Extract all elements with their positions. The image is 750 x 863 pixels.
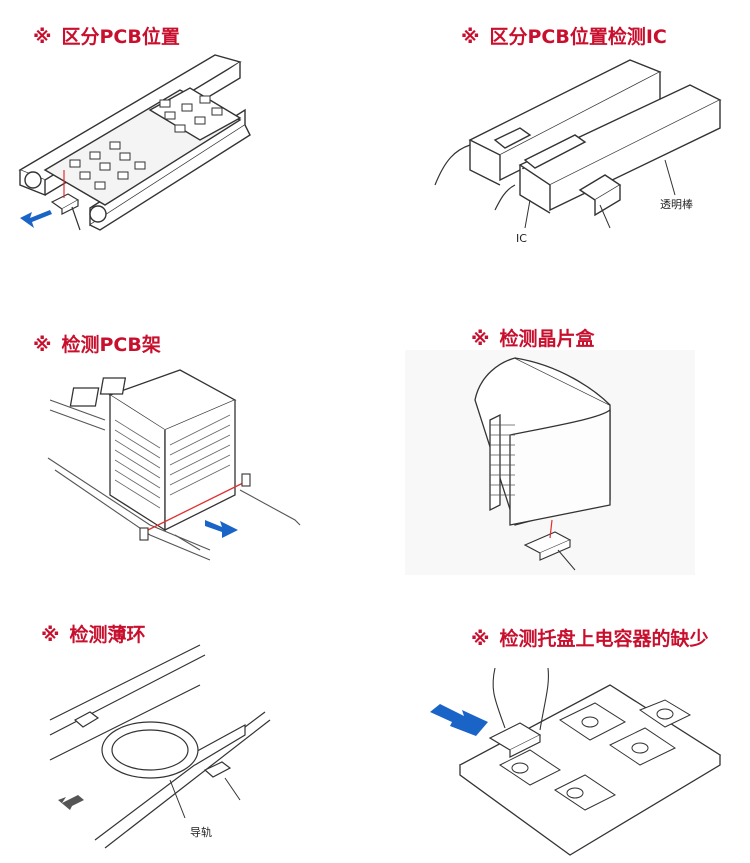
panel-6-title: ※检测托盘上电容器的缺少 [471,628,709,650]
ic-label: IC [516,232,527,245]
pcb-conveyor-illustration [18,54,251,231]
panel-4-title: ※检测晶片盒 [471,328,595,350]
wafer-cassette-illustration [474,357,611,571]
transparent-rod-label: 透明棒 [660,198,693,211]
panel-5-title: ※检测薄环 [41,624,146,646]
guide-rail-label: 导轨 [190,826,212,839]
pcb-rack-illustration [47,369,301,561]
panel-2-title: ※区分PCB位置检测IC [461,26,667,48]
panel-1-title: ※区分PCB位置 [33,26,180,48]
thin-ring-illustration [49,644,271,849]
ic-rail-illustration [434,59,722,229]
panel-3-title: ※检测PCB架 [33,334,161,356]
